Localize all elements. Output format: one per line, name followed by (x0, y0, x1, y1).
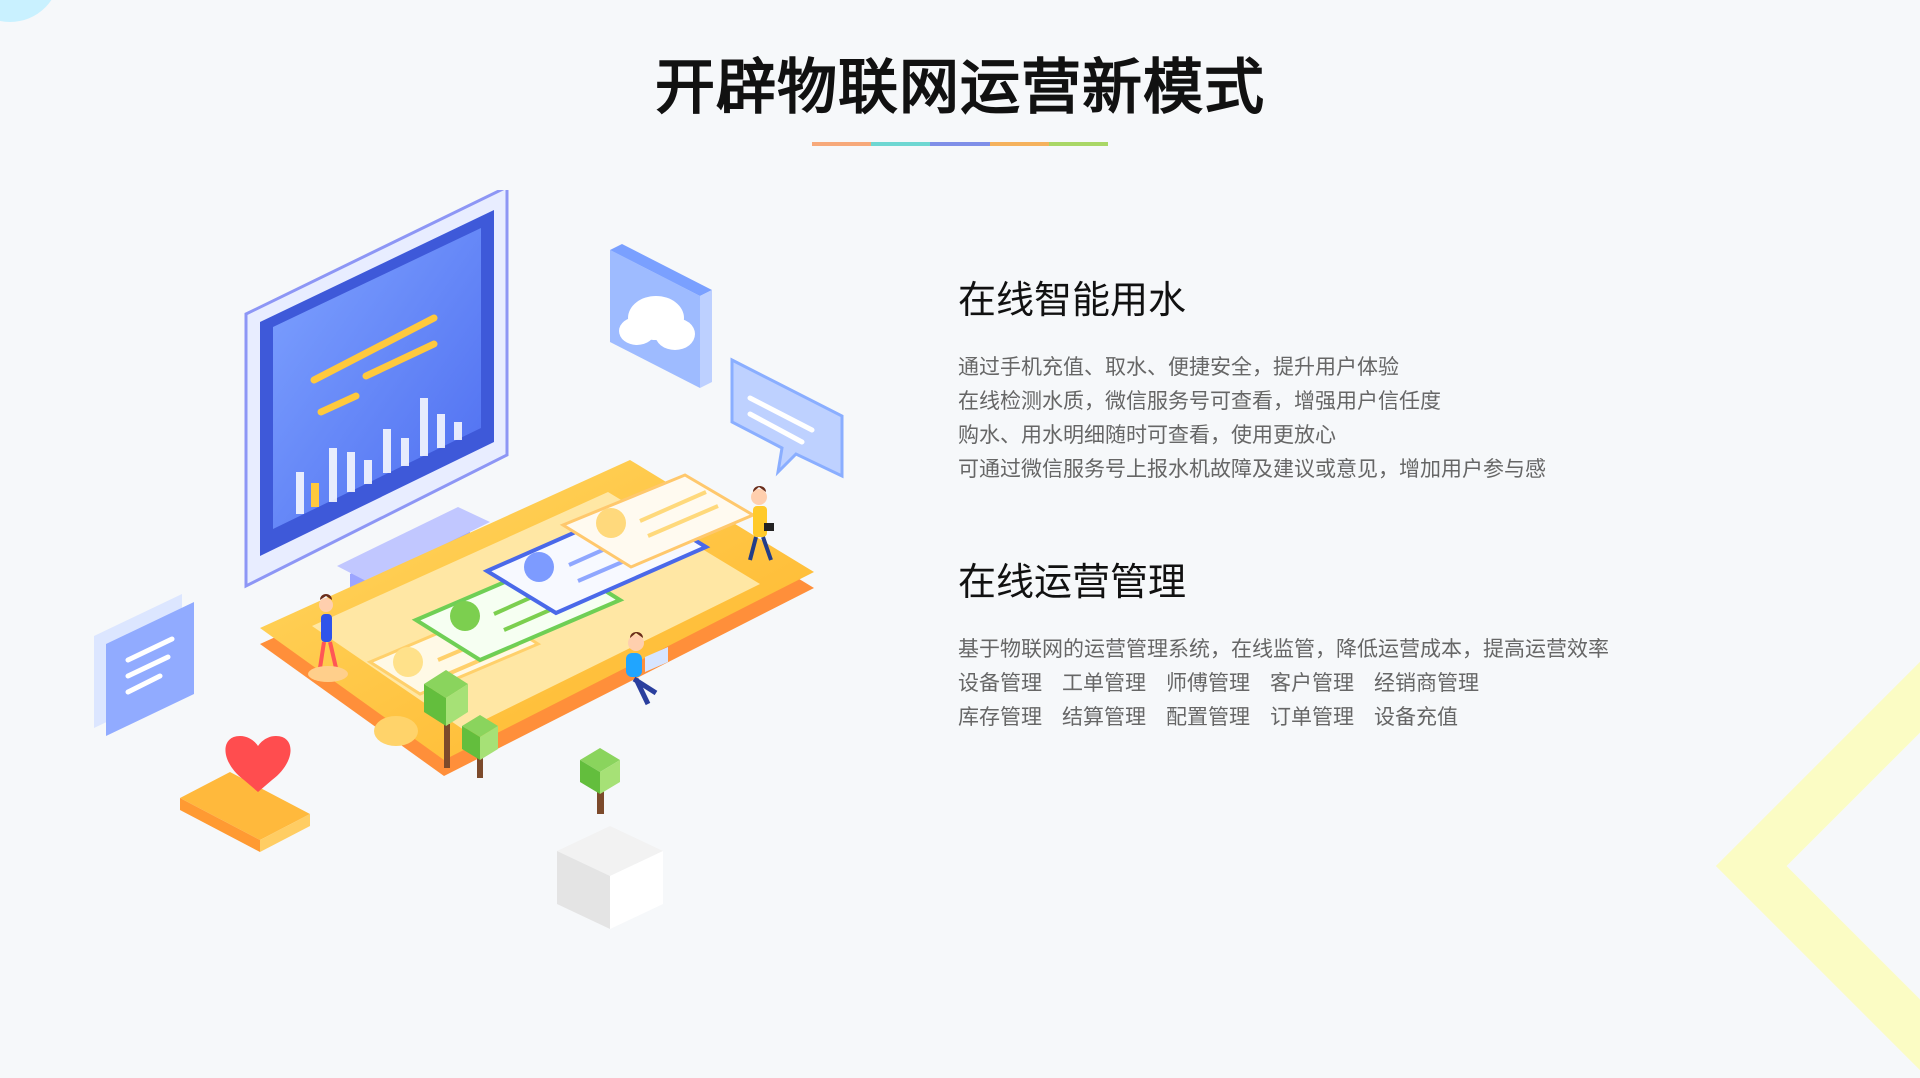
feature-online-operations: 在线运营管理 基于物联网的运营管理系统，在线监管，降低运营成本，提高运营效率 设… (958, 556, 1718, 734)
underline-segment-5 (1048, 142, 1109, 146)
title-underline (812, 142, 1109, 146)
feature-line: 通过手机充值、取水、便捷安全，提升用户体验 (958, 355, 1399, 379)
management-tag: 客户管理 (1270, 671, 1354, 695)
user-icon-sitting (626, 632, 668, 706)
cloud-icon (610, 244, 712, 388)
page-header: 开辟物联网运营新模式 (0, 50, 1920, 146)
feature-line: 在线检测水质，微信服务号可查看，增强用户信任度 (958, 389, 1441, 413)
management-tag: 工单管理 (1062, 671, 1146, 695)
feature-online-smart-water: 在线智能用水 通过手机充值、取水、便捷安全，提升用户体验 在线检测水质，微信服务… (958, 274, 1718, 486)
management-tag: 经销商管理 (1374, 671, 1479, 695)
management-tag: 结算管理 (1062, 705, 1146, 729)
chat-icon (730, 357, 844, 479)
user-icon-walking (748, 486, 774, 561)
page-title: 开辟物联网运营新模式 (655, 53, 1265, 123)
management-tag: 师傅管理 (1166, 671, 1250, 695)
management-tag: 订单管理 (1270, 705, 1354, 729)
management-tag: 配置管理 (1166, 705, 1250, 729)
feature-title: 在线智能用水 (958, 278, 1187, 322)
feature-line: 可通过微信服务号上报水机故障及建议或意见，增加用户参与感 (958, 457, 1546, 481)
heart-icon (180, 736, 310, 852)
management-tag: 设备充值 (1374, 705, 1458, 729)
corner-circle-decoration (0, 0, 60, 22)
iot-isometric-illustration (94, 190, 844, 929)
management-tags-row-1: 设备管理 工单管理 师傅管理 客户管理 经销商管理 (958, 666, 1718, 700)
underline-segment-2 (871, 142, 931, 146)
underline-segment-1 (812, 142, 872, 146)
corner-diamond-decoration (1715, 653, 1920, 1078)
management-tag: 设备管理 (958, 671, 1042, 695)
management-tags-row-2: 库存管理 结算管理 配置管理 订单管理 设备充值 (958, 700, 1718, 734)
feature-title: 在线运营管理 (958, 560, 1187, 604)
monitor-icon (244, 190, 509, 594)
pedestal (557, 748, 663, 929)
tree-icon (424, 670, 498, 778)
management-tag: 库存管理 (958, 705, 1042, 729)
document-icon (94, 594, 194, 736)
underline-segment-3 (930, 142, 990, 146)
user-icon (308, 594, 348, 682)
feature-line: 购水、用水明细随时可查看，使用更放心 (958, 423, 1336, 447)
feature-line: 基于物联网的运营管理系统，在线监管，降低运营成本，提高运营效率 (958, 637, 1609, 661)
underline-segment-4 (989, 142, 1049, 146)
